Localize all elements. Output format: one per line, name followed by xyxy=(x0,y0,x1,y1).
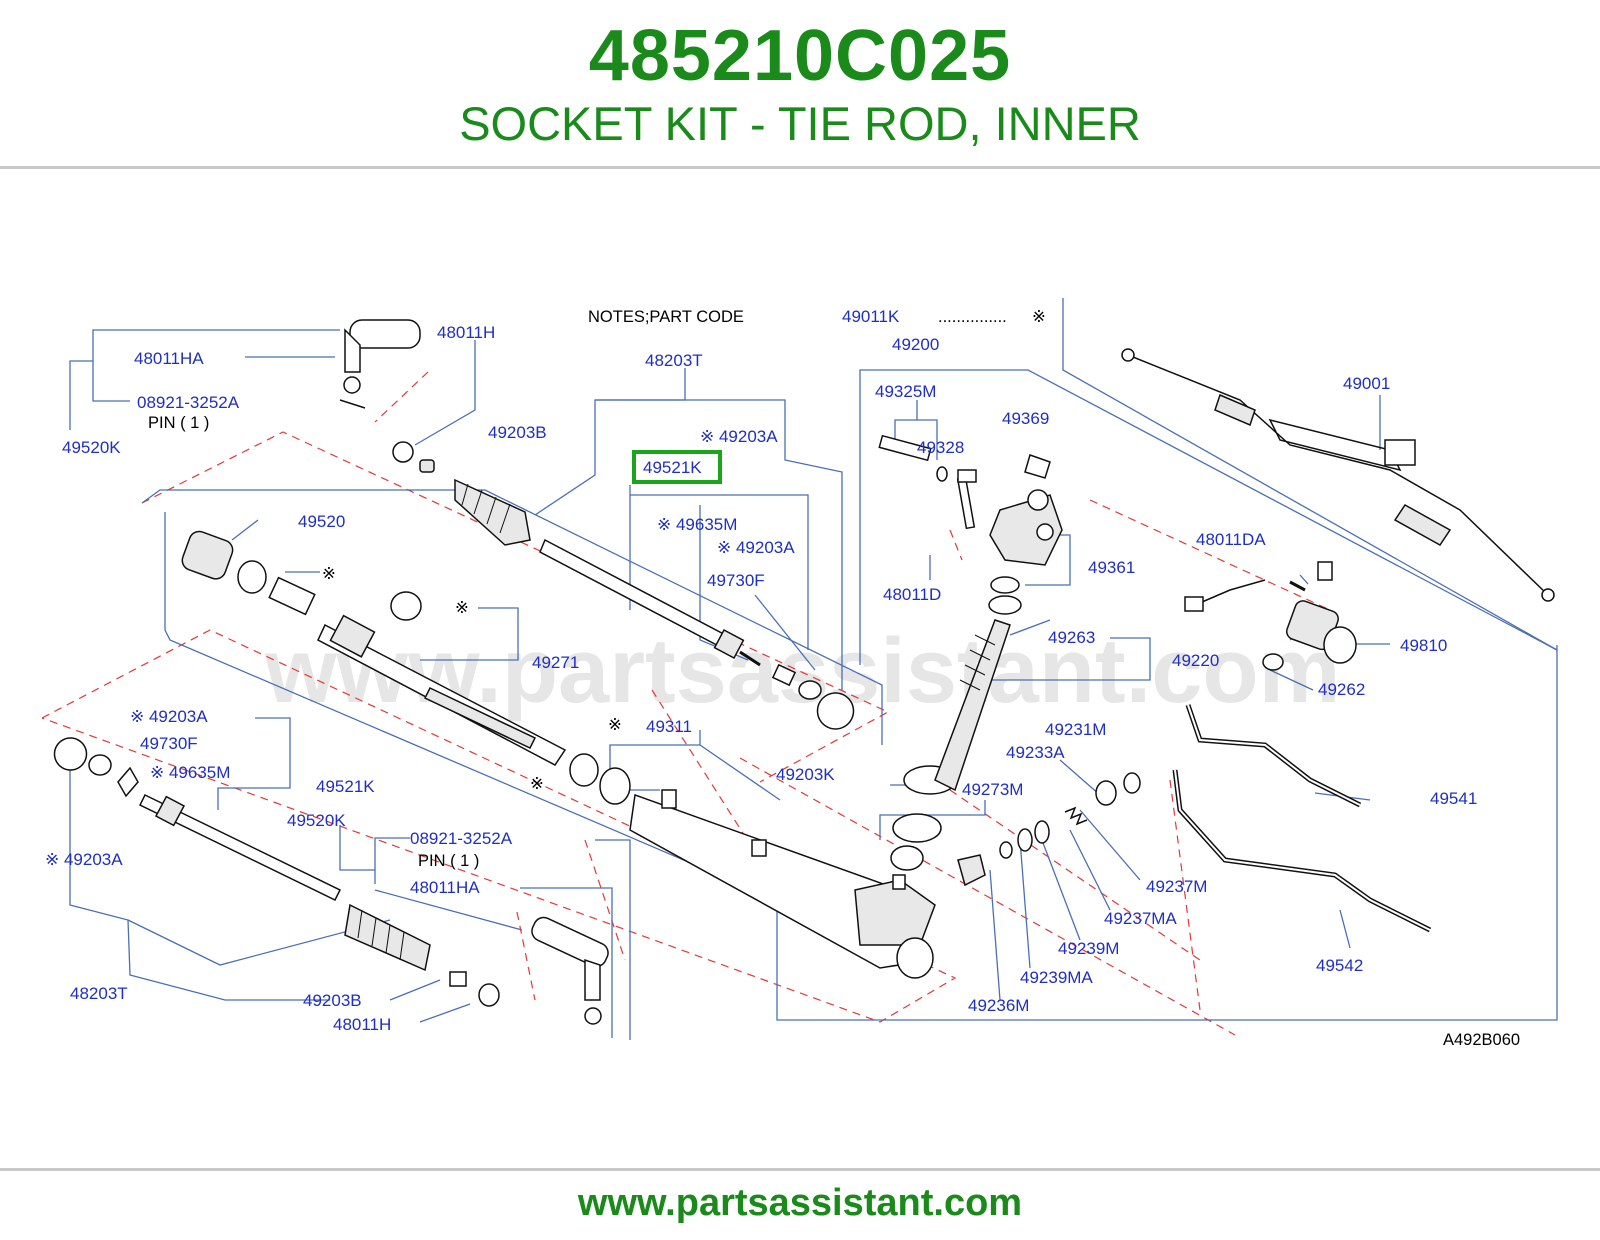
callout-49239MA[interactable]: 49239MA xyxy=(1020,968,1093,987)
callout-48011H-bottom[interactable]: 48011H xyxy=(333,1015,391,1034)
callout-49237MA[interactable]: 49237MA xyxy=(1104,909,1177,928)
callout-49203A-3[interactable]: ※ 49203A xyxy=(130,707,208,726)
callout-49810[interactable]: 49810 xyxy=(1400,636,1447,655)
callout-49262[interactable]: 49262 xyxy=(1318,680,1365,699)
callout-49001[interactable]: 49001 xyxy=(1343,374,1390,393)
callout-49311[interactable]: 49311 xyxy=(646,717,692,736)
leader-lines xyxy=(69,298,1558,1040)
callout-48203T-bottom[interactable]: 48203T xyxy=(70,984,128,1003)
callout-49233A[interactable]: 49233A xyxy=(1006,743,1065,762)
header-divider xyxy=(0,166,1600,169)
callout-48011H-top[interactable]: 48011H xyxy=(437,323,495,342)
notes-code: 49011K xyxy=(842,307,900,326)
callout-49203A-4[interactable]: ※ 49203A xyxy=(45,850,123,869)
callout-49273M[interactable]: 49273M xyxy=(962,780,1023,799)
callout-48011DA[interactable]: 48011DA xyxy=(1196,530,1266,549)
callout-49635M-bottom[interactable]: ※ 49635M xyxy=(150,763,230,782)
callout-49730F-bottom[interactable]: 49730F xyxy=(140,734,198,753)
callout-49730F-top[interactable]: 49730F xyxy=(707,571,765,590)
callout-49325M[interactable]: 49325M xyxy=(875,382,936,401)
callout-49203A-2[interactable]: ※ 49203A xyxy=(717,538,795,557)
callout-49520K-bottom[interactable]: 49520K xyxy=(287,811,346,830)
callout-49203A-1[interactable]: ※ 49203A xyxy=(700,427,778,446)
callout-49236M[interactable]: 49236M xyxy=(968,996,1029,1015)
callout-49520[interactable]: 49520 xyxy=(298,512,345,531)
callout-labels: 48011H 48011HA 08921-3252A PIN ( 1 ) 495… xyxy=(45,323,1477,1034)
notes-prefix: NOTES;PART CODE xyxy=(588,308,744,326)
code-mark-3: ※ xyxy=(608,716,622,734)
callout-49231M[interactable]: 49231M xyxy=(1045,720,1106,739)
callout-49200[interactable]: 49200 xyxy=(892,335,939,354)
callout-49203B-bottom[interactable]: 49203B xyxy=(303,991,362,1010)
callout-49361[interactable]: 49361 xyxy=(1088,558,1135,577)
part-drawings xyxy=(53,319,1555,1025)
callout-pin-top: PIN ( 1 ) xyxy=(148,414,209,432)
callout-49263[interactable]: 49263 xyxy=(1048,628,1095,647)
callout-08921-bottom[interactable]: 08921-3252A xyxy=(410,829,513,848)
callout-49203B-top[interactable]: 49203B xyxy=(488,423,547,442)
callout-48011HA-top[interactable]: 48011HA xyxy=(134,349,204,368)
callout-49271[interactable]: 49271 xyxy=(532,653,579,672)
notes-dots: ............... xyxy=(938,308,1007,326)
reference-code: A492B060 xyxy=(1443,1031,1520,1049)
code-mark-4: ※ xyxy=(530,775,544,793)
callout-49521K-bottom[interactable]: 49521K xyxy=(316,777,375,796)
part-description: SOCKET KIT - TIE ROD, INNER xyxy=(459,97,1141,150)
callout-pin-bottom: PIN ( 1 ) xyxy=(418,852,479,870)
watermark-text: www.partsassistant.com xyxy=(264,620,1340,722)
callout-49237M[interactable]: 49237M xyxy=(1146,877,1207,896)
callout-08921-top[interactable]: 08921-3252A xyxy=(137,393,240,412)
footer-divider xyxy=(0,1168,1600,1171)
callout-49520K-top[interactable]: 49520K xyxy=(62,438,121,457)
callout-49239M[interactable]: 49239M xyxy=(1058,939,1119,958)
callout-49542[interactable]: 49542 xyxy=(1316,956,1363,975)
footer-website-link[interactable]: www.partsassistant.com xyxy=(577,1182,1023,1224)
callout-48203T-top[interactable]: 48203T xyxy=(645,351,703,370)
callout-49635M-top[interactable]: ※ 49635M xyxy=(657,515,737,534)
callout-49521K-highlighted[interactable]: 49521K xyxy=(643,458,702,477)
callout-48011HA-bottom[interactable]: 48011HA xyxy=(410,878,480,897)
callout-49220[interactable]: 49220 xyxy=(1172,651,1219,670)
callout-49328[interactable]: 49328 xyxy=(917,438,964,457)
notes-mark: ※ xyxy=(1032,308,1046,326)
callout-49541[interactable]: 49541 xyxy=(1430,789,1477,808)
callout-48011D[interactable]: 48011D xyxy=(883,585,941,604)
code-mark-2: ※ xyxy=(455,599,469,617)
callout-49369[interactable]: 49369 xyxy=(1002,409,1049,428)
highlight-box xyxy=(632,450,722,484)
code-mark-1: ※ xyxy=(322,565,336,583)
callout-49203K[interactable]: 49203K xyxy=(776,765,835,784)
part-number-title: 485210C025 xyxy=(588,16,1012,96)
